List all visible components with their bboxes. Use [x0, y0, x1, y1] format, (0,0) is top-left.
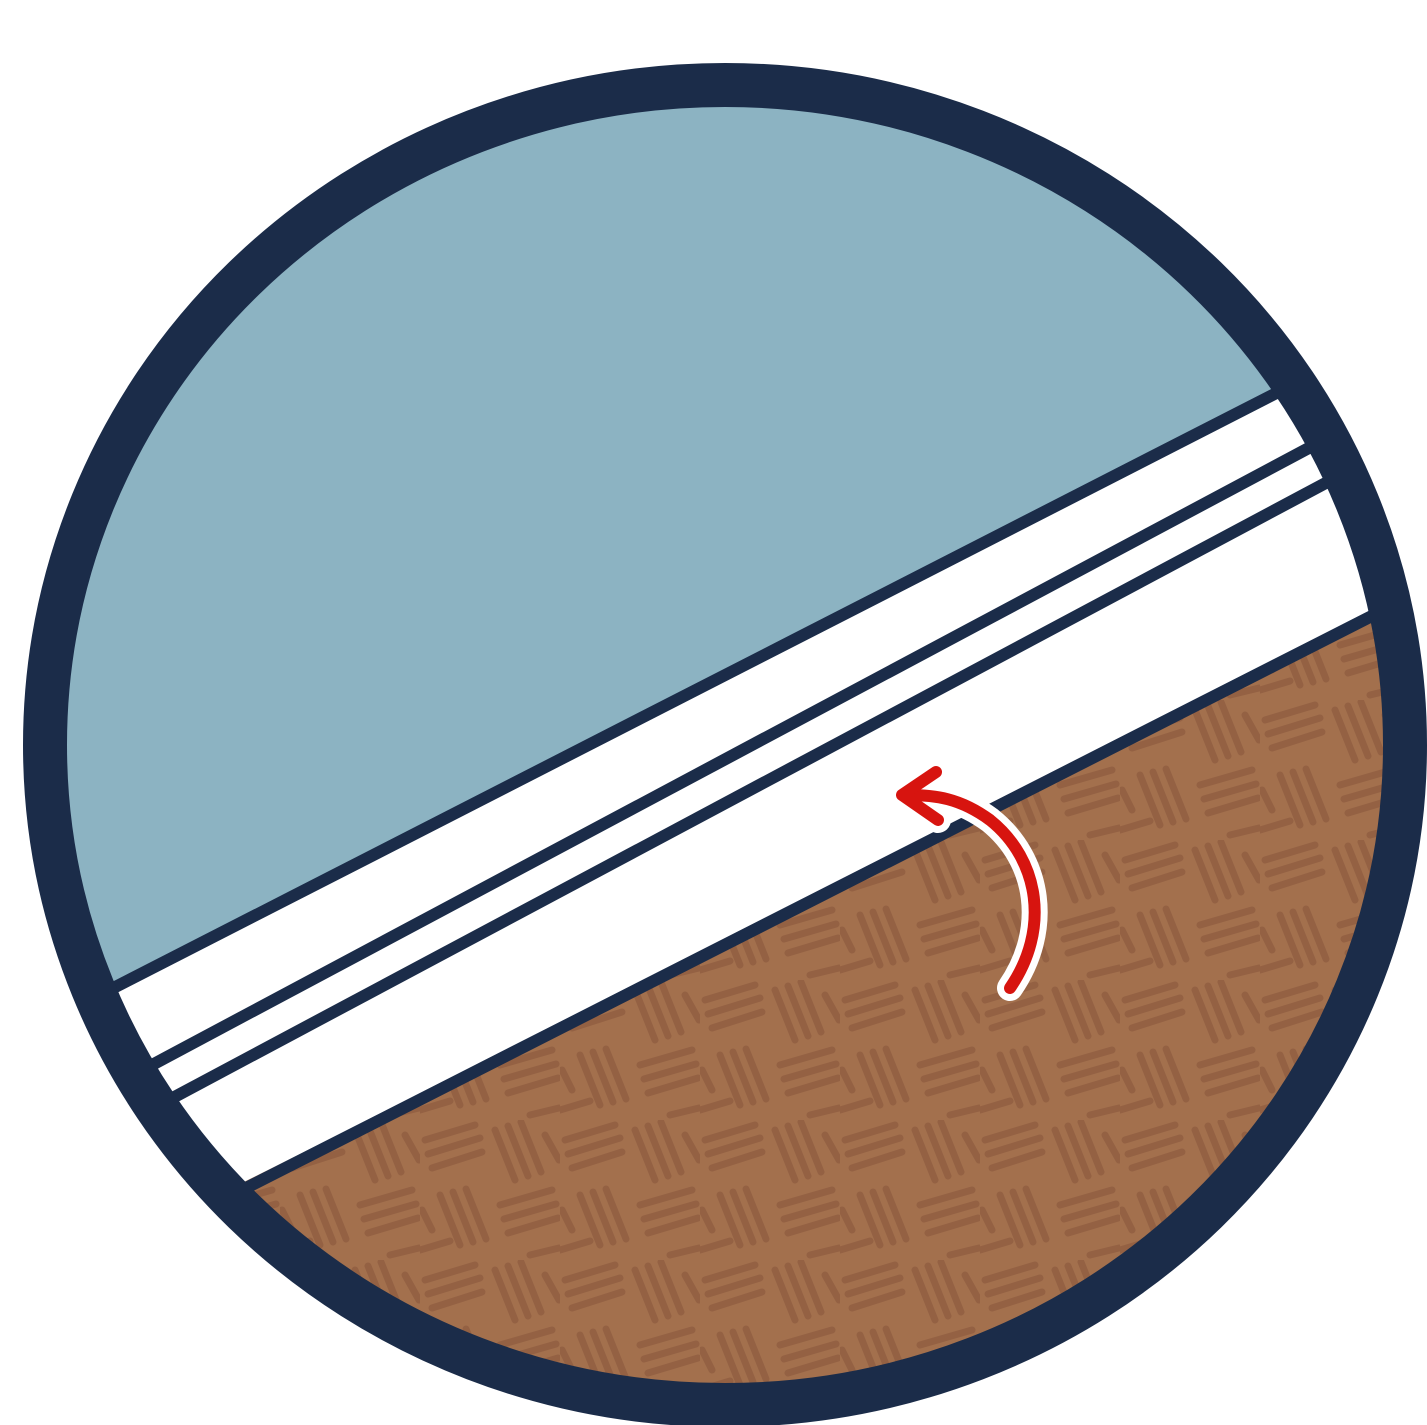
diagram-svg: [0, 0, 1427, 1425]
diagram-canvas: [0, 0, 1427, 1425]
